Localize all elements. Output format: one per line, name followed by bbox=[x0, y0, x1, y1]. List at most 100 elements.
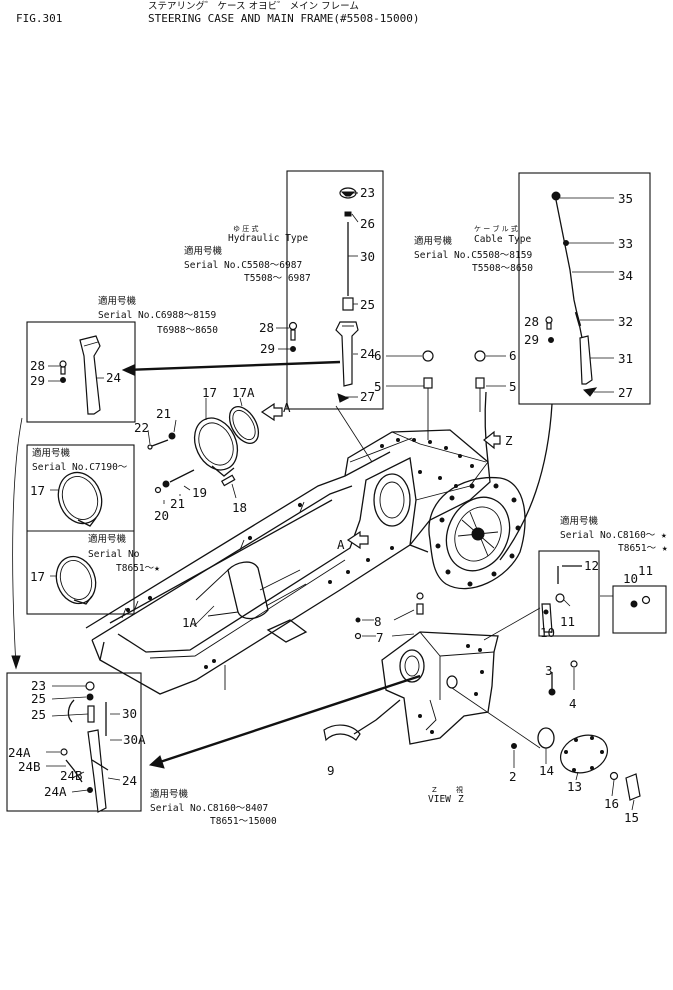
callout-20: 20 bbox=[154, 508, 169, 523]
callout-24: 24 bbox=[360, 346, 375, 361]
arrow-label-A-top: A bbox=[283, 400, 291, 415]
cable-applicable-label: 適用号機 bbox=[414, 235, 453, 247]
view-z-label-text: VIEW bbox=[428, 794, 451, 805]
callout-6-right: 6 bbox=[509, 348, 517, 363]
bracket-detail-parts bbox=[541, 565, 582, 633]
plug-pair-right bbox=[474, 350, 506, 412]
main-frame bbox=[85, 391, 526, 695]
callout-33: 33 bbox=[618, 236, 633, 251]
callout-28-left: 28 bbox=[30, 358, 45, 373]
hydraulic-box-text: ゆ 圧 式 Hydraulic Type 適用号機 Serial No.C550… bbox=[184, 224, 311, 284]
callout-32: 32 bbox=[618, 314, 633, 329]
callout-30-bottom: 30 bbox=[122, 706, 137, 721]
bottom-serial-t: T8651～15000 bbox=[210, 816, 277, 827]
callout-23: 23 bbox=[360, 185, 375, 200]
left-mid-applicable-label-1: 適用号機 bbox=[32, 447, 71, 459]
callout-35: 35 bbox=[618, 191, 633, 206]
callout-16: 16 bbox=[604, 796, 619, 811]
callout-24B-a: 24B bbox=[18, 759, 41, 774]
left-top-applicable-label: 適用号機 bbox=[98, 295, 137, 307]
callout-6-left: 6 bbox=[374, 348, 382, 363]
bracket-detail-box bbox=[538, 550, 600, 637]
right-small-box bbox=[612, 585, 667, 634]
hydraulic-leaders bbox=[121, 192, 373, 463]
view-z-letter: Z bbox=[458, 794, 464, 805]
left-mid-box bbox=[26, 444, 135, 615]
left-mid-serial-2a: Serial No bbox=[88, 549, 140, 560]
view-arrow-A-top bbox=[260, 402, 283, 422]
hydraulic-serial: Serial No.C5508～6987 bbox=[184, 260, 302, 271]
hydraulic-applicable-label: 適用号機 bbox=[184, 245, 223, 257]
callout-25-bottom-a: 25 bbox=[31, 691, 46, 706]
cable-leaders bbox=[560, 197, 614, 393]
diagram-title: STEERING CASE AND MAIN FRAME(#5508-15000… bbox=[148, 12, 420, 25]
ring-17A bbox=[228, 397, 260, 444]
callout-28: 28 bbox=[259, 320, 274, 335]
hydraulic-type-label: Hydraulic Type bbox=[228, 233, 308, 244]
hydraulic-steering-column bbox=[288, 187, 359, 403]
left-mid-serial-2b: T8651～★ bbox=[116, 563, 160, 574]
view-arrow-A-mid bbox=[346, 530, 369, 550]
right-serial: Serial No.C8160～ ★ bbox=[560, 530, 667, 541]
callout-14: 14 bbox=[539, 763, 554, 778]
hydraulic-type-box bbox=[286, 170, 384, 410]
callout-11: 11 bbox=[560, 614, 575, 629]
callout-23-bottom: 23 bbox=[31, 678, 46, 693]
callout-5-left: 5 bbox=[374, 379, 382, 394]
arrow-to-bottom-box bbox=[159, 674, 421, 764]
left-mid-rings bbox=[50, 471, 103, 605]
cable-routing-line bbox=[499, 403, 553, 561]
left-top-box bbox=[26, 321, 136, 423]
callout-28-cable: 28 bbox=[524, 314, 539, 329]
right-serial-t: T8651～ ★ bbox=[618, 543, 668, 554]
cable-steering-lever bbox=[545, 191, 598, 397]
callout-21-lower: 21 bbox=[170, 496, 185, 511]
arrow-label-A-mid: A bbox=[337, 537, 345, 552]
callout-31: 31 bbox=[618, 351, 633, 366]
ring-17 bbox=[193, 398, 239, 477]
right-box-text: 適用号機 Serial No.C8160～ ★ T8651～ ★ bbox=[560, 515, 668, 554]
callout-1A: 1A bbox=[182, 615, 198, 630]
callout-12: 12 bbox=[584, 558, 599, 573]
cable-serial-t: T5508～8650 bbox=[472, 263, 533, 274]
callout-29-left: 29 bbox=[30, 373, 45, 388]
callout-10-rbox: 10 bbox=[623, 571, 638, 586]
arrow-label-Z: Z bbox=[505, 433, 513, 448]
callout-7: 7 bbox=[376, 630, 384, 645]
cable-furigana: ケ ー ブ ル 式 bbox=[474, 224, 518, 233]
hydraulic-furigana: ゆ 圧 式 bbox=[233, 224, 258, 233]
left-mid-serial-1: Serial No.C7190～ bbox=[32, 462, 128, 473]
callout-15: 15 bbox=[624, 810, 639, 825]
callout-13: 13 bbox=[567, 779, 582, 794]
callout-3: 3 bbox=[545, 663, 553, 678]
callout-4: 4 bbox=[569, 696, 577, 711]
callout-25-bottom-b: 25 bbox=[31, 707, 46, 722]
callout-24-left: 24 bbox=[106, 370, 121, 385]
bottom-left-box bbox=[6, 672, 142, 812]
cable-type-label: Cable Type bbox=[474, 234, 531, 245]
cable-type-box bbox=[518, 172, 651, 405]
callout-17-mid-b: 17 bbox=[30, 569, 45, 584]
view-z-small-z: Z bbox=[432, 786, 437, 794]
callout-22: 22 bbox=[134, 420, 149, 435]
left-down-leader bbox=[12, 417, 23, 667]
callout-18: 18 bbox=[232, 500, 247, 515]
view-z-jp: 視 bbox=[456, 785, 463, 794]
callout-27: 27 bbox=[360, 389, 375, 404]
callout-17-mid-a: 17 bbox=[30, 483, 45, 498]
cable-box-text: ケ ー ブ ル 式 Cable Type 適用号機 Serial No.C550… bbox=[414, 224, 533, 274]
callout-27-cable: 27 bbox=[618, 385, 633, 400]
callout-29: 29 bbox=[260, 341, 275, 356]
bottom-box-column bbox=[60, 681, 109, 813]
callout-34: 34 bbox=[618, 268, 633, 283]
left-mid-box-text: 適用号機 Serial No.C7190～ 適用号機 Serial No T86… bbox=[32, 447, 160, 574]
callout-29-cable: 29 bbox=[524, 332, 539, 347]
callout-9: 9 bbox=[327, 763, 335, 778]
bolt-parts bbox=[147, 419, 237, 504]
left-top-serial-t: T6988～8650 bbox=[157, 325, 218, 336]
callout-21: 21 bbox=[156, 406, 171, 421]
callout-17: 17 bbox=[202, 385, 217, 400]
callout-2: 2 bbox=[509, 769, 517, 784]
view-z-label: Z 視 VIEW Z bbox=[428, 785, 464, 805]
